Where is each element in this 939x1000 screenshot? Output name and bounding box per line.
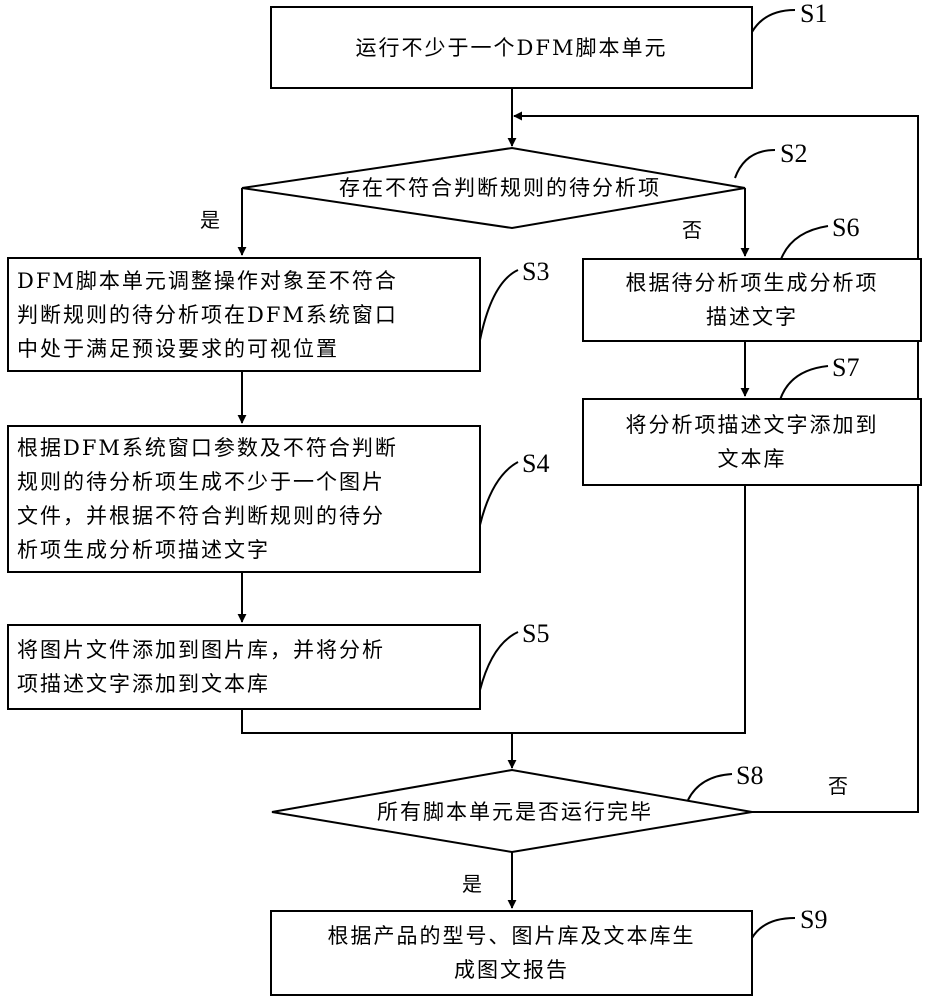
branch-label-s8-yes: 是: [462, 872, 482, 896]
step-label-s7: S7: [832, 353, 860, 382]
leader-s3: [479, 269, 519, 341]
leader-s1: [751, 9, 796, 33]
step-label-s5: S5: [522, 619, 550, 648]
step-label-s2: S2: [780, 139, 808, 168]
leader-s2: [734, 149, 776, 179]
branch-label-s2-no: 否: [682, 218, 702, 242]
step-box-s5: 将图片文件添加到图片库，并将分析 项描述文字添加到文本库: [7, 624, 481, 710]
step-label-s1: S1: [800, 0, 828, 28]
step-box-s1: 运行不少于一个DFM脚本单元: [270, 6, 753, 89]
step-label-s6: S6: [832, 213, 860, 242]
leader-s5: [479, 631, 519, 691]
step-label-s9: S9: [800, 905, 828, 934]
step-box-s9: 根据产品的型号、图片库及文本库生 成图文报告: [270, 910, 753, 996]
step-box-s3: DFM脚本单元调整操作对象至不符合 判断规则的待分析项在DFM系统窗口 中处于满…: [7, 257, 481, 372]
decision-text-s2: 存在不符合判断规则的待分析项: [339, 176, 661, 200]
step-box-s6: 根据待分析项生成分析项 描述文字: [582, 258, 922, 342]
step-label-s8: S8: [736, 761, 764, 790]
step-label-s4: S4: [522, 449, 550, 478]
leader-s7: [779, 365, 829, 401]
line-s7-to-merge: [512, 486, 746, 734]
leader-s8: [687, 773, 733, 801]
step-label-s3: S3: [522, 257, 550, 286]
leader-s4: [479, 461, 519, 526]
leader-s9: [751, 917, 796, 939]
line-s5-to-merge: [241, 710, 512, 734]
leader-s6: [779, 225, 829, 263]
step-box-s4: 根据DFM系统窗口参数及不符合判断 规则的待分析项生成不少于一个图片 文件，并根…: [7, 425, 481, 573]
branch-label-s8-no: 否: [828, 774, 848, 798]
decision-text-s8: 所有脚本单元是否运行完毕: [377, 800, 653, 824]
branch-label-s2-yes: 是: [200, 208, 220, 232]
step-box-s7: 将分析项描述文字添加到 文本库: [582, 398, 922, 486]
